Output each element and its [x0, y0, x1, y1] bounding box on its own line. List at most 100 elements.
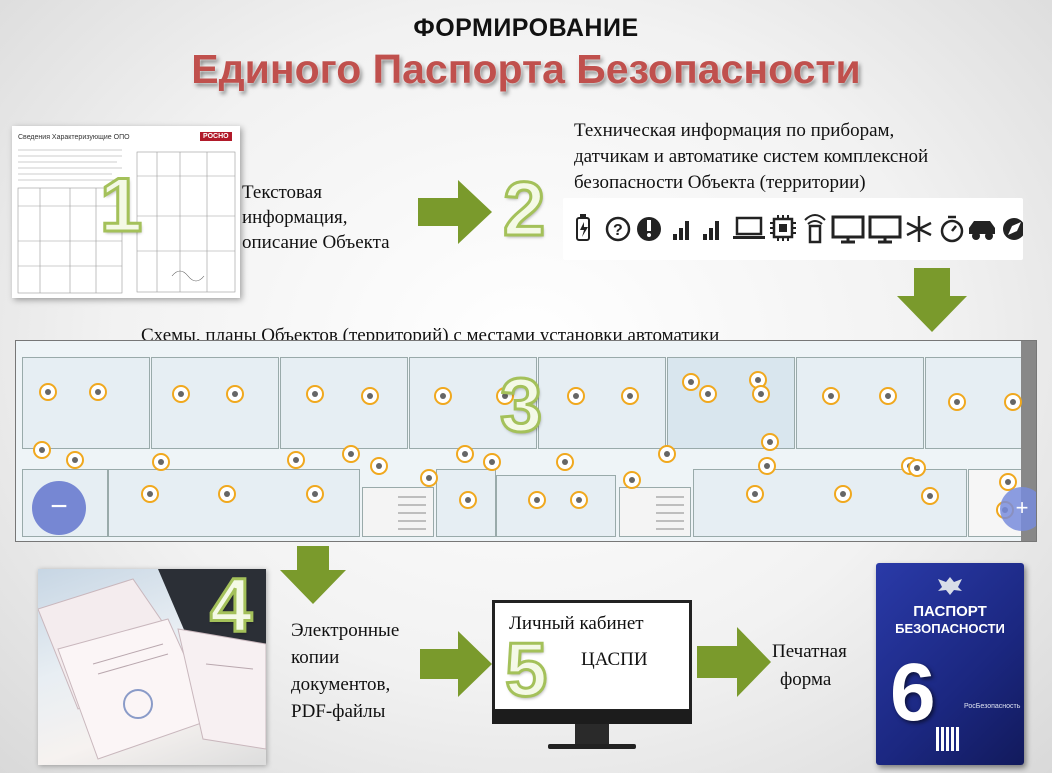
sensor-marker[interactable] [361, 387, 379, 405]
step5-line: Личный кабинет [509, 613, 644, 634]
sensor-marker[interactable] [456, 445, 474, 463]
monitor-base [548, 744, 636, 749]
plan-room [796, 357, 924, 449]
header-title-large: Единого Паспорта Безопасности [191, 46, 861, 92]
sensor-marker[interactable] [822, 387, 840, 405]
arrow-down-icon [280, 546, 346, 604]
plan-room [22, 357, 150, 449]
sensor-marker[interactable] [621, 387, 639, 405]
step-number-4: 4 [208, 563, 253, 648]
sensor-marker[interactable] [567, 387, 585, 405]
sensor-marker[interactable] [342, 445, 360, 463]
sensor-marker[interactable] [528, 491, 546, 509]
step-number-2: 2 [501, 167, 546, 252]
svg-text:?: ? [613, 222, 623, 239]
eagle-emblem-icon [938, 577, 962, 595]
sensor-marker[interactable] [306, 485, 324, 503]
sensor-marker[interactable] [999, 473, 1017, 491]
floor-plan: − + [15, 340, 1037, 542]
step6-line: Печатная [772, 641, 847, 662]
sensor-marker[interactable] [556, 453, 574, 471]
arrow-right-icon [697, 627, 771, 697]
sensor-marker[interactable] [570, 491, 588, 509]
sensor-marker[interactable] [879, 387, 897, 405]
step4-line: Электронные [291, 620, 400, 641]
timer-icon [940, 215, 964, 243]
sensor-marker[interactable] [287, 451, 305, 469]
plan-stairs [619, 487, 691, 537]
plan-room [496, 475, 616, 537]
step1-line: Текстовая [242, 182, 322, 203]
step2-line: датчикам и автоматике систем комплексной [574, 146, 929, 167]
sensor-marker[interactable] [623, 471, 641, 489]
alert-icon [637, 217, 661, 241]
sensor-marker[interactable] [1004, 393, 1022, 411]
step6-description: Печатная форма [772, 638, 847, 694]
monitor-screen: Личный кабинет ЦАСПИ 5 [492, 600, 692, 712]
sensor-marker[interactable] [420, 469, 438, 487]
sensor-marker[interactable] [89, 383, 107, 401]
step5-line: ЦАСПИ [581, 649, 648, 670]
plan-room [151, 357, 279, 449]
sensor-marker[interactable] [758, 457, 776, 475]
step4-description: Электронные копии документов, PDF-файлы [291, 617, 399, 725]
step4-line: копии [291, 647, 340, 668]
sensor-marker[interactable] [218, 485, 236, 503]
monitor-icon [868, 215, 902, 244]
step2-line: Техническая информация по приборам, [574, 120, 895, 141]
step4-line: PDF-файлы [291, 701, 386, 722]
plan-room [538, 357, 666, 449]
monitor-bezel [492, 710, 692, 724]
step1-description: Текстовая информация, описание Объекта [242, 180, 390, 255]
sensor-marker[interactable] [834, 485, 852, 503]
plan-room [409, 357, 537, 449]
sensor-marker[interactable] [746, 485, 764, 503]
sensor-marker[interactable] [306, 385, 324, 403]
sensor-marker[interactable] [370, 457, 388, 475]
book-publisher: РосБезопасность [964, 703, 1021, 710]
documents-photo [38, 569, 266, 765]
laptop-icon [733, 216, 765, 239]
sensor-marker[interactable] [496, 387, 514, 405]
sensor-marker[interactable] [152, 453, 170, 471]
book-title-line2: БЕЗОПАСНОСТИ [895, 621, 1005, 636]
book-title-line1: ПАСПОРТ [913, 603, 987, 620]
arrow-down-icon [897, 268, 967, 332]
help-icon: ? [605, 216, 631, 242]
zoom-in-button[interactable]: + [1000, 487, 1036, 531]
monitor-icon [831, 215, 865, 244]
sensor-marker[interactable] [752, 385, 770, 403]
sensor-marker[interactable] [948, 393, 966, 411]
document-thumbnail: Сведения Характеризующие ОПО РОСНО [12, 126, 240, 298]
sensor-marker[interactable] [908, 459, 926, 477]
sensor-marker[interactable] [483, 453, 501, 471]
sensor-marker[interactable] [39, 383, 57, 401]
car-icon [969, 221, 995, 240]
sensor-marker[interactable] [658, 445, 676, 463]
sensor-marker[interactable] [459, 491, 477, 509]
sensor-marker[interactable] [172, 385, 190, 403]
sensor-marker[interactable] [226, 385, 244, 403]
document-heading: Сведения Характеризующие ОПО [18, 134, 130, 141]
document-logo: РОСНО [200, 132, 232, 141]
sensor-marker[interactable] [761, 433, 779, 451]
chip-icon [770, 215, 796, 241]
battery-icon [576, 214, 590, 241]
zoom-out-button[interactable]: − [32, 481, 86, 535]
sensor-marker[interactable] [434, 387, 452, 405]
sensor-marker[interactable] [66, 451, 84, 469]
step1-line: описание Объекта [242, 232, 390, 253]
step1-line: информация, [242, 207, 348, 228]
step2-line: безопасности Объекта (территории) [574, 172, 866, 193]
sensor-marker[interactable] [682, 373, 700, 391]
signal-icon [703, 221, 719, 240]
sensor-marker[interactable] [141, 485, 159, 503]
arrow-right-icon [420, 631, 492, 697]
step-number-1: 1 [98, 163, 143, 248]
wifi-icon [804, 214, 826, 244]
sensor-marker[interactable] [33, 441, 51, 459]
sensor-marker[interactable] [921, 487, 939, 505]
arrow-right-icon [418, 180, 492, 244]
plan-room [693, 469, 967, 537]
sensor-marker[interactable] [699, 385, 717, 403]
